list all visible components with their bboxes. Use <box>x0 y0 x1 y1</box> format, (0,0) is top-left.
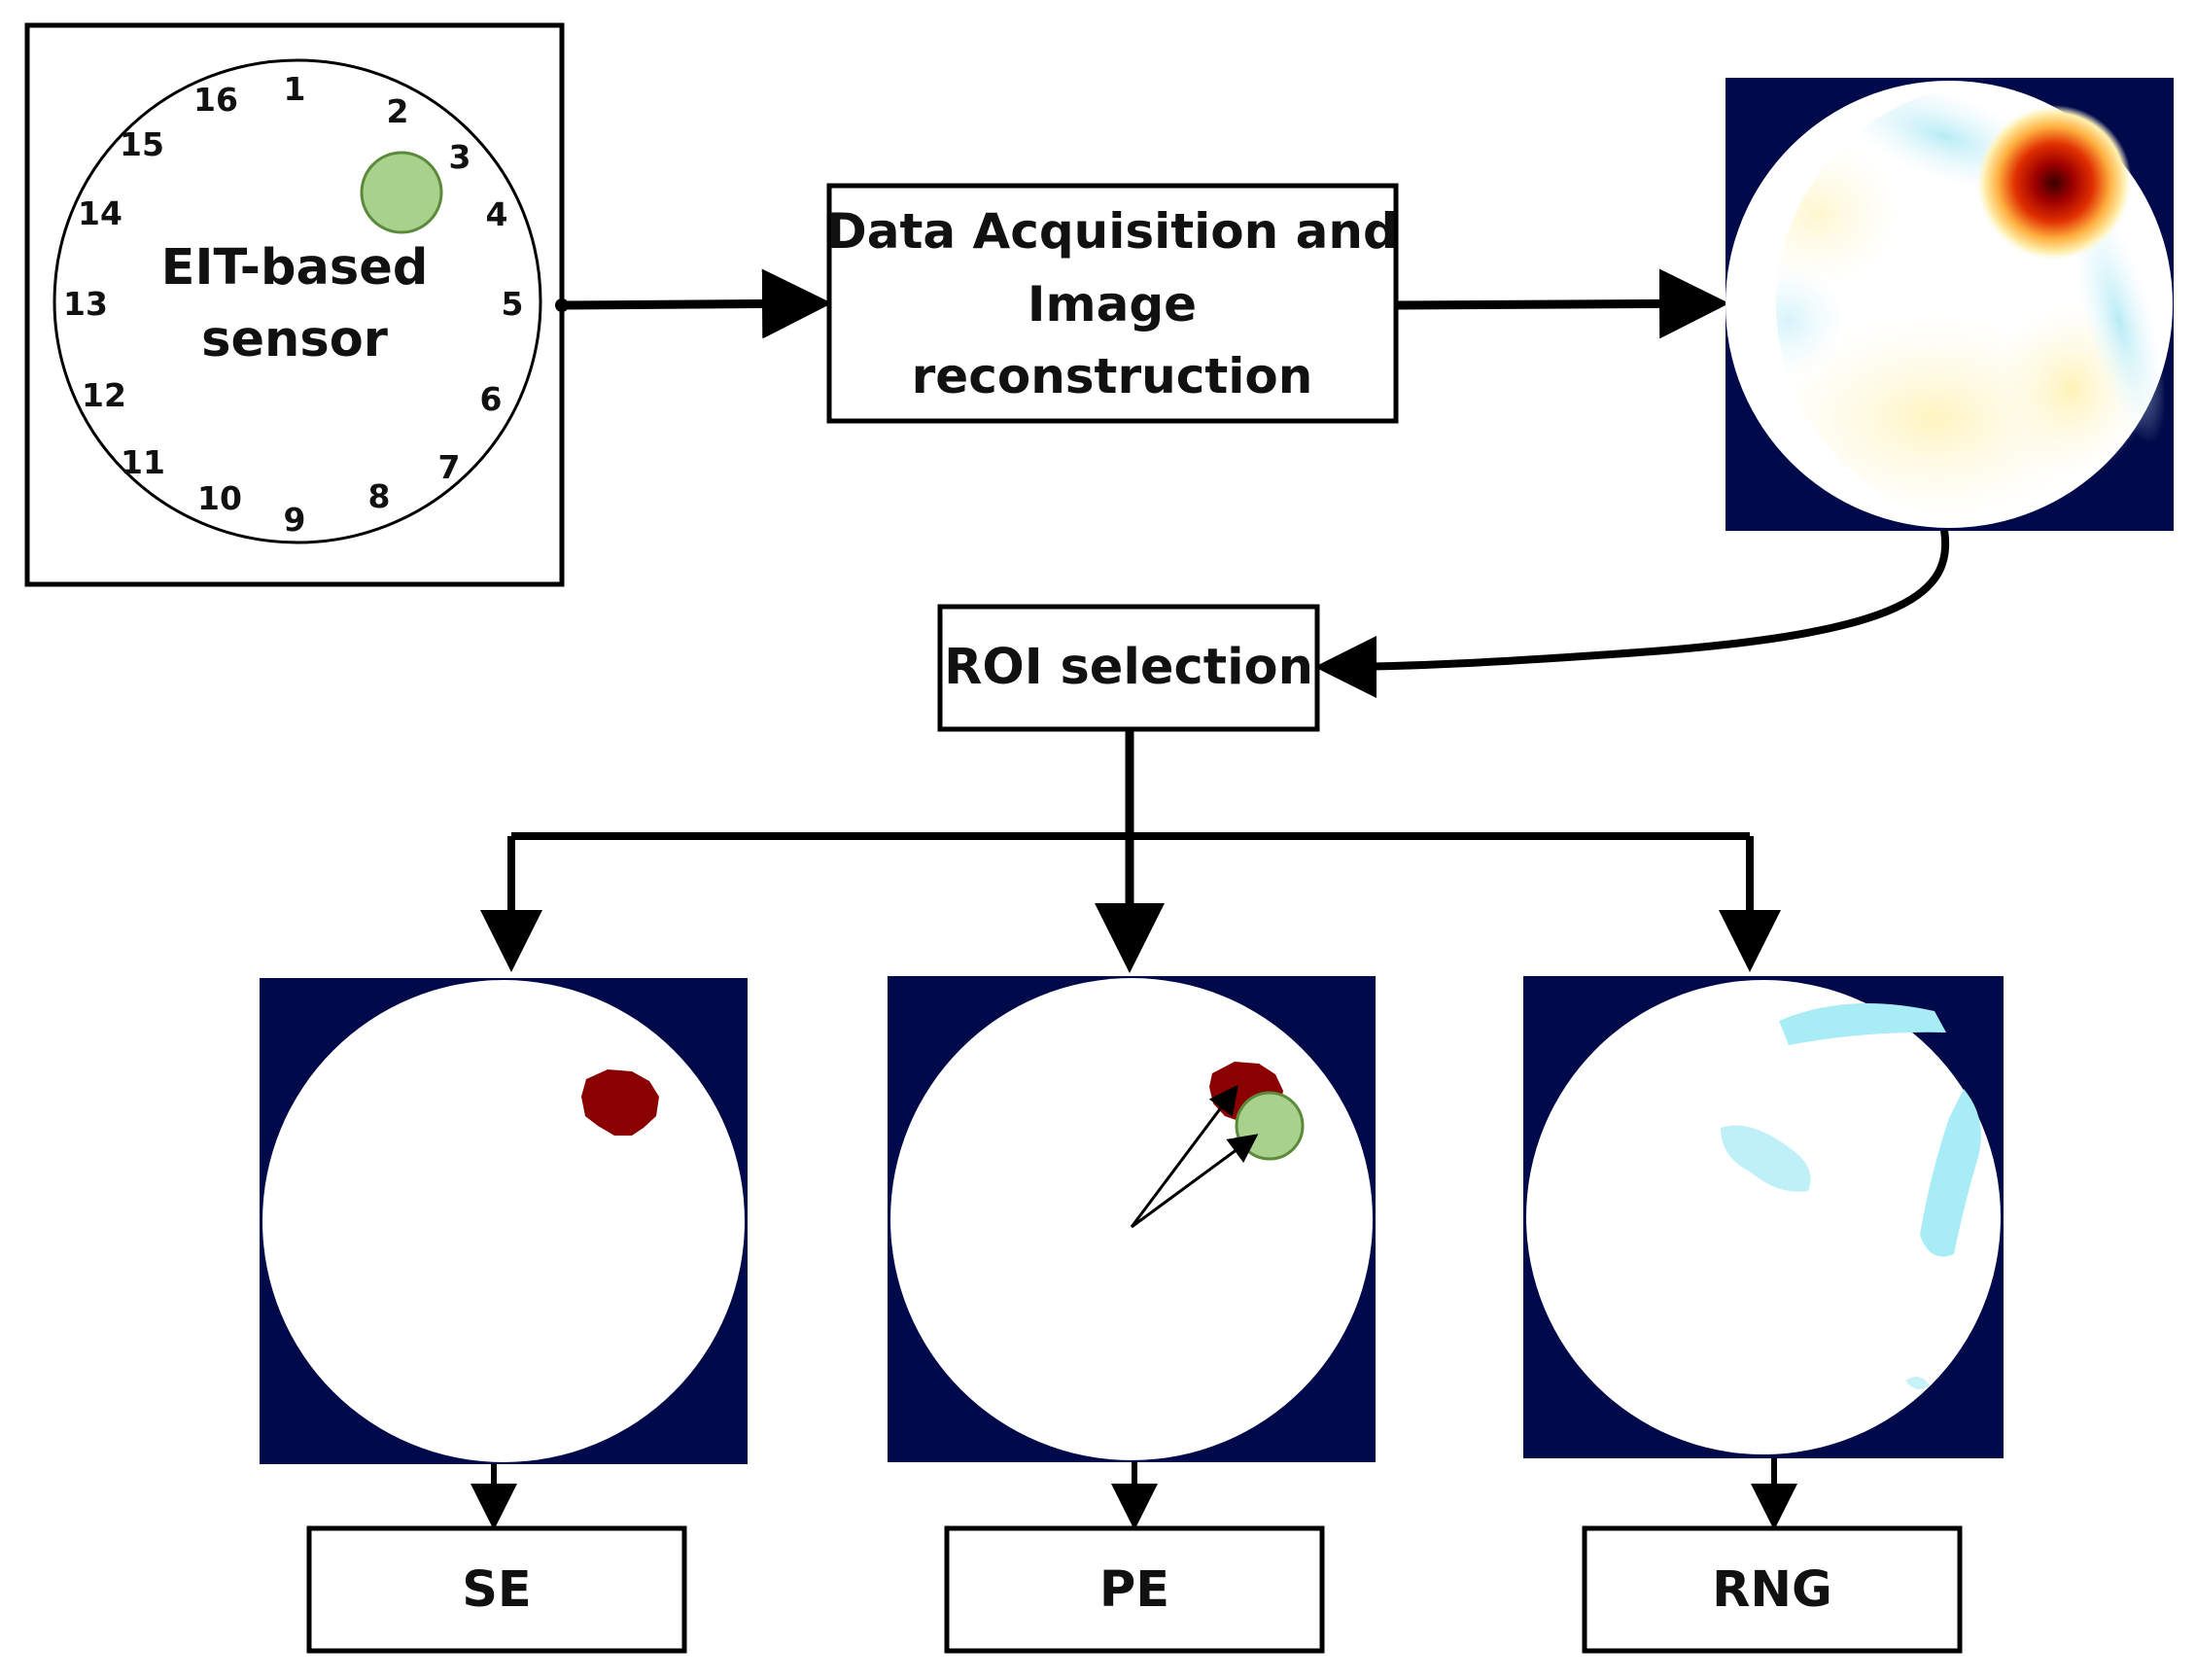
acquisition-label-line2: Image <box>1028 276 1197 332</box>
sensor-label-line1: EIT-based <box>161 239 429 297</box>
pe-estimated-vector <box>1130 1084 1238 1228</box>
rng-label: RNG <box>1712 1561 1832 1619</box>
electrode-6: 6 <box>480 380 503 418</box>
se-label: SE <box>462 1561 532 1619</box>
electrode-5: 5 <box>502 285 524 323</box>
roi-box: ROI selection <box>937 604 1320 732</box>
electrode-2: 2 <box>387 92 409 130</box>
sensor-frame <box>24 22 565 587</box>
pe-true-vector <box>1131 1134 1259 1229</box>
electrode-16: 16 <box>193 81 238 119</box>
acquisition-label-line3: reconstruction <box>912 348 1313 404</box>
se-roi-region <box>581 1069 659 1136</box>
electrode-1: 1 <box>284 70 306 108</box>
reconstruction-hotspot <box>1976 105 2132 261</box>
rng-box: RNG <box>1582 1525 1963 1654</box>
electrode-4: 4 <box>486 195 508 233</box>
sensor-ring <box>52 58 542 544</box>
pe-frame <box>944 1525 1325 1654</box>
se-image <box>260 978 748 1464</box>
roi-label: ROI selection <box>944 639 1313 696</box>
se-domain <box>262 980 745 1462</box>
rng-frame <box>1582 1525 1963 1654</box>
pe-label: PE <box>1099 1561 1169 1619</box>
arrow-sensor-to-acquisition <box>561 268 832 339</box>
rng-artifact-bottom <box>1905 1377 1930 1389</box>
pe-box: PE <box>944 1525 1325 1654</box>
eit-sensor-panel: EIT-based sensor 1 2 3 4 5 6 7 8 9 10 11… <box>24 22 565 587</box>
reconstructed-image <box>1725 78 2174 531</box>
se-frame <box>306 1525 687 1654</box>
electrode-7: 7 <box>438 448 461 486</box>
acquisition-frame <box>826 183 1399 424</box>
rng-artifact-top <box>1779 1003 1946 1045</box>
se-box: SE <box>306 1525 687 1654</box>
pe-domain <box>890 978 1373 1460</box>
electrode-13: 13 <box>63 285 108 323</box>
electrode-9: 9 <box>284 501 306 539</box>
pe-true-position <box>1235 1091 1305 1161</box>
electrode-12: 12 <box>82 376 126 414</box>
sensor-label-line2: sensor <box>201 311 388 368</box>
arrow-image-to-roi <box>1314 529 1950 698</box>
electrode-3: 3 <box>449 138 471 176</box>
electrode-15: 15 <box>120 125 164 163</box>
roi-frame <box>937 604 1320 732</box>
sensor-target-object <box>360 151 443 234</box>
arrow-acquisition-to-image <box>1395 268 1729 339</box>
electrode-14: 14 <box>78 194 122 232</box>
electrode-8: 8 <box>368 477 391 515</box>
acquisition-box: Data Acquisition and Image reconstructio… <box>826 183 1399 424</box>
electrode-10: 10 <box>197 479 242 517</box>
rng-image <box>1523 976 2004 1458</box>
rng-artifact-center <box>1721 1125 1811 1192</box>
acquisition-label-line1: Data Acquisition and <box>826 203 1398 260</box>
rng-artifact-right <box>1920 1089 1981 1257</box>
pe-image <box>888 976 1376 1462</box>
rng-domain <box>1526 980 2001 1454</box>
electrode-11: 11 <box>121 443 165 481</box>
